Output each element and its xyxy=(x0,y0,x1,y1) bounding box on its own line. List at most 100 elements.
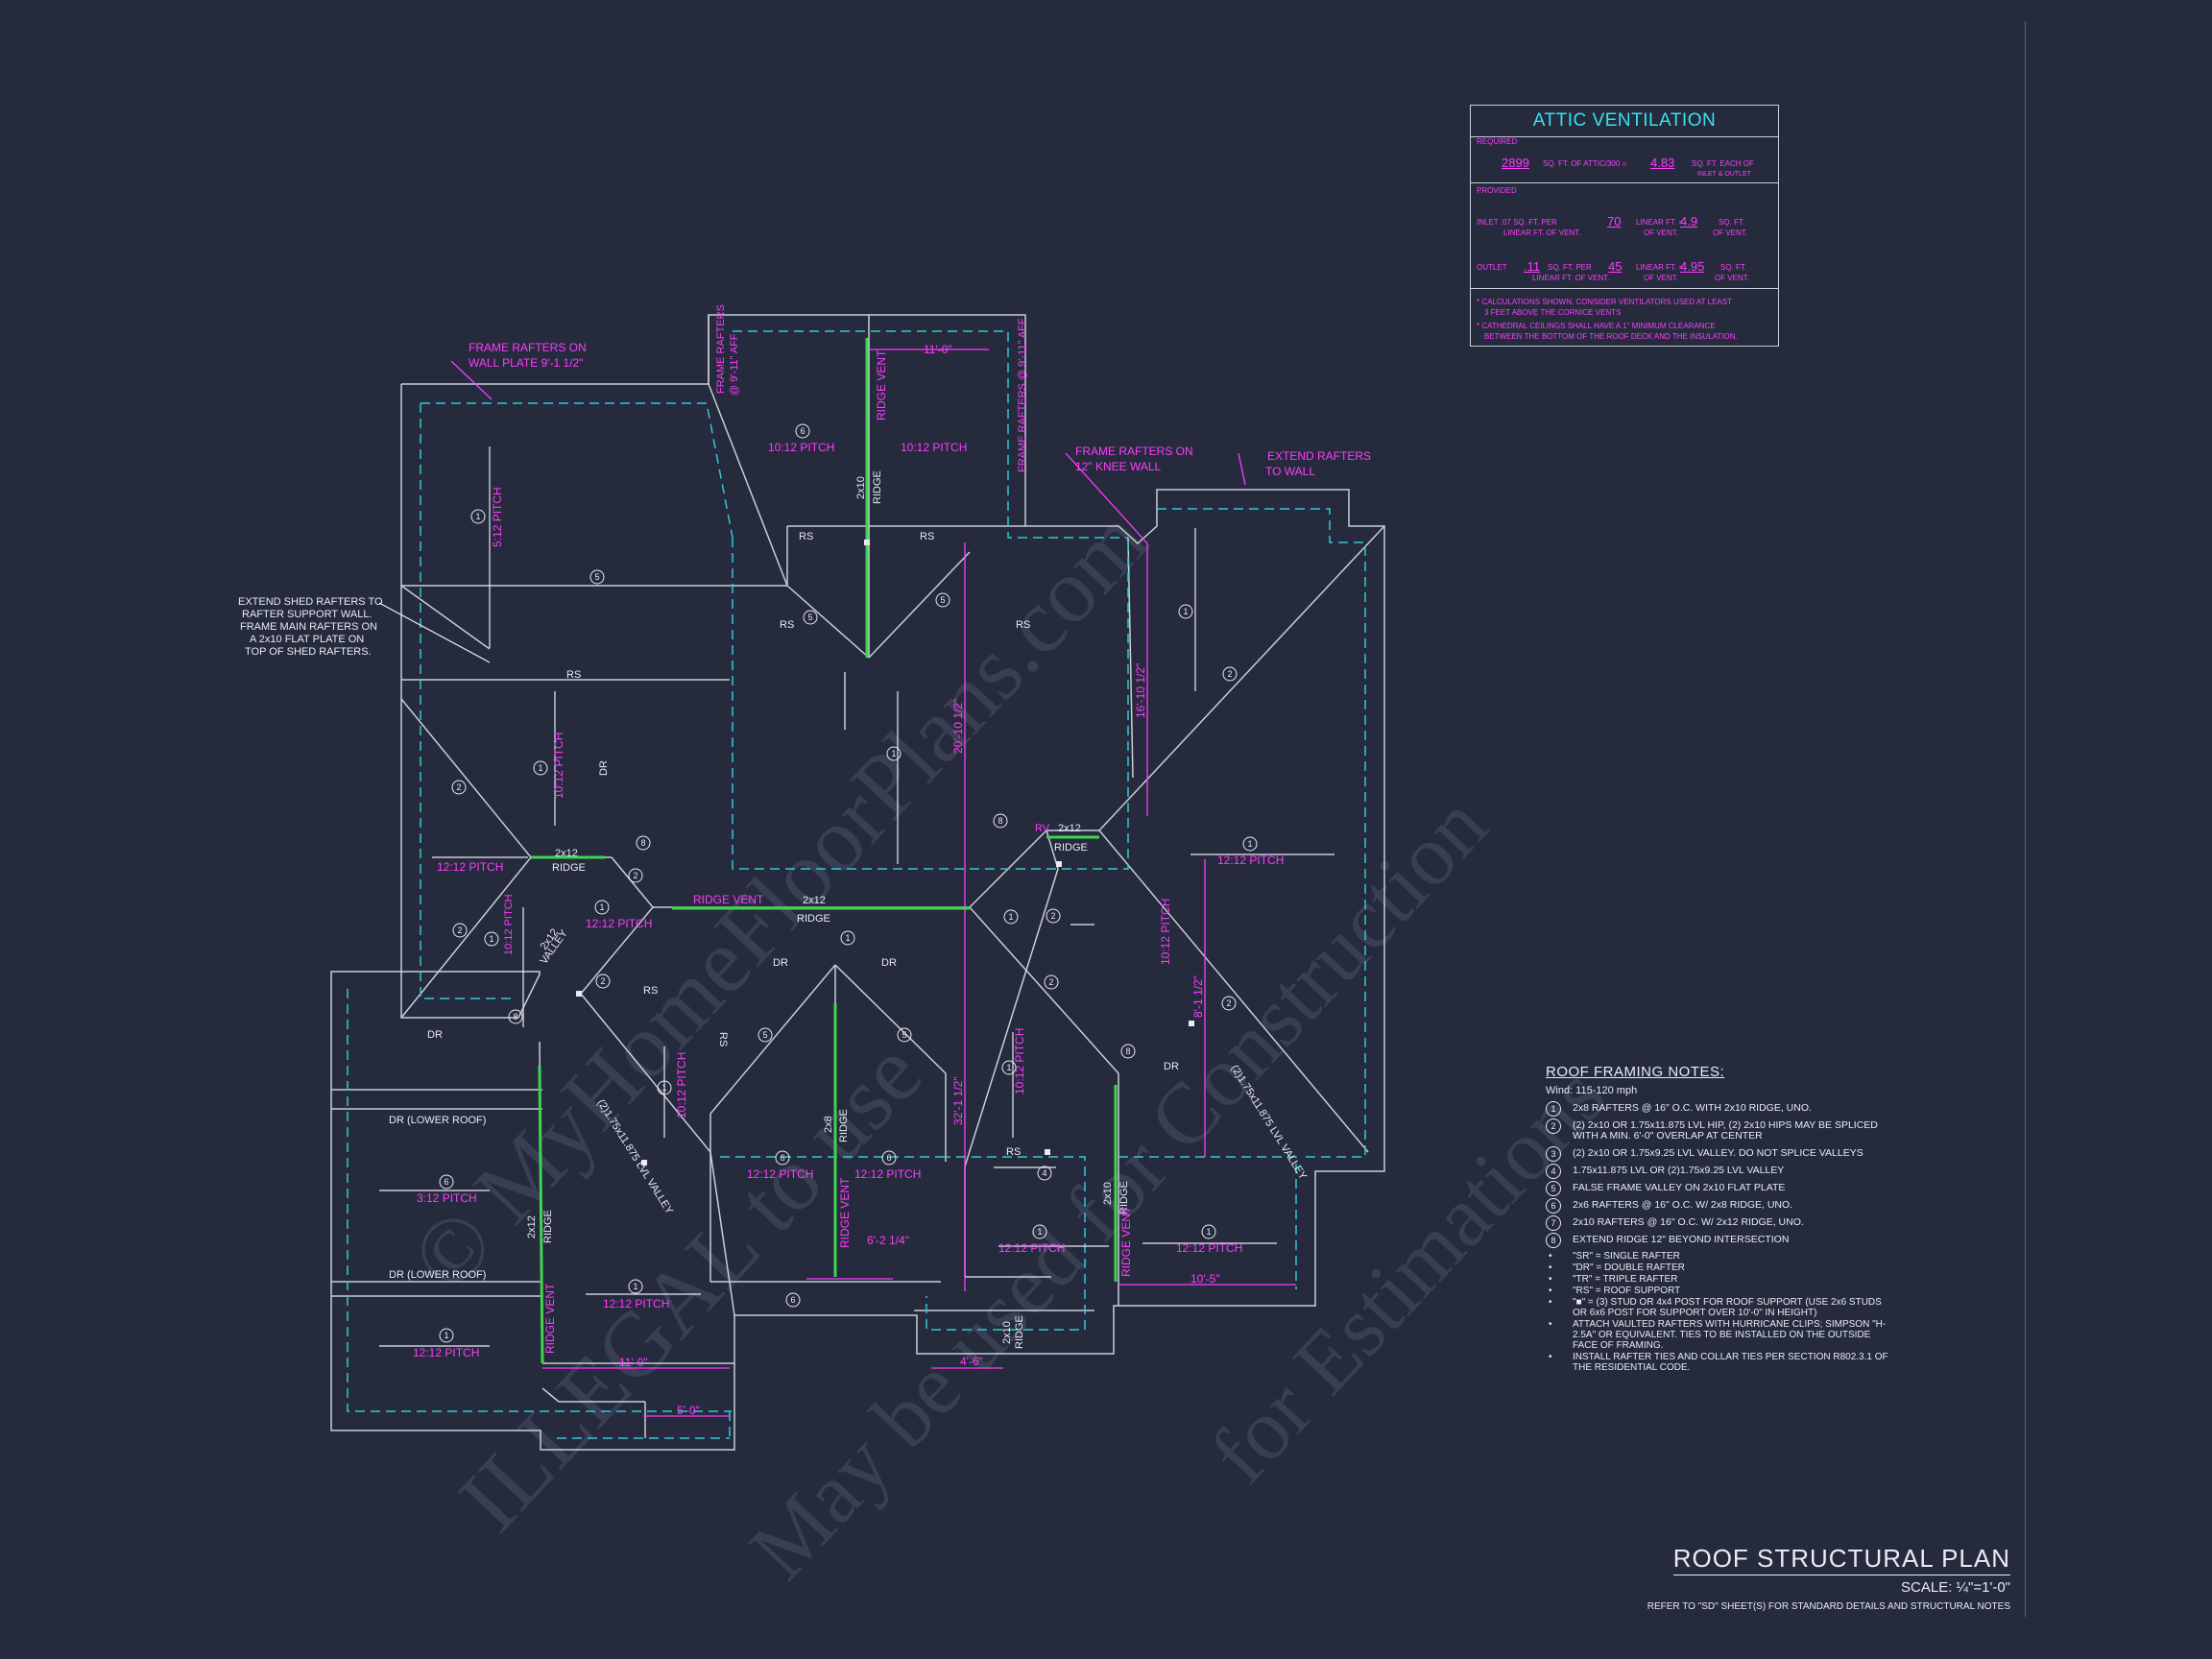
member-label: 2x10 xyxy=(1102,1182,1114,1205)
notes-heading: ROOF FRAMING NOTES: xyxy=(1546,1064,1725,1080)
note-bullet: "RS" = ROOF SUPPORT xyxy=(1546,1286,1891,1296)
member-label: 2x12 xyxy=(803,895,826,906)
callout-extend-shed-4: A 2x10 FLAT PLATE ON xyxy=(250,634,364,645)
inlet-result-unit: SQ. FT. xyxy=(1719,218,1745,227)
note-number: 5 xyxy=(940,595,945,605)
dimension-text: 4'-6" xyxy=(960,1355,983,1368)
pitch-label: 12:12 PITCH xyxy=(1176,1241,1242,1255)
outlet-text: SQ. FT. PER xyxy=(1548,263,1592,272)
provided-label: PROVIDED xyxy=(1477,186,1517,195)
note-bullet: ATTACH VAULTED RAFTERS WITH HURRICANE CL… xyxy=(1546,1319,1891,1351)
pitch-label: 12:12 PITCH xyxy=(747,1167,813,1181)
outlet-length: 45 xyxy=(1608,259,1623,274)
note-number-badge: 3 xyxy=(1546,1146,1561,1162)
note-text: FALSE FRAME VALLEY ON 2x10 FLAT PLATE xyxy=(1573,1182,1786,1193)
ridge-label: RIDGE xyxy=(1054,842,1088,854)
callout-aff-left-2: @ 9'-11" AFF xyxy=(729,333,740,396)
note-number: 2 xyxy=(457,926,462,935)
lvl-valley-label: (2)1.75x11.875 LVL VALLEY xyxy=(594,1097,675,1216)
note-item: 2 (2) 2x10 OR 1.75x11.875 LVL HIP, (2) 2x… xyxy=(1546,1118,1891,1142)
rs-label: RS xyxy=(1006,1146,1021,1158)
note-number: 6 xyxy=(780,1153,784,1163)
inlet-length-unit: LINEAR FT. = xyxy=(1636,218,1684,227)
outlet-result: 4.95 xyxy=(1680,259,1705,274)
rs-label: RS xyxy=(1016,619,1030,631)
center-eave xyxy=(733,330,1128,539)
note-number: 6 xyxy=(790,1295,795,1305)
dr-lower-label: DR (LOWER ROOF) xyxy=(389,1269,486,1281)
note-text: (2) 2x10 OR 1.75x11.875 LVL HIP, (2) 2x1… xyxy=(1573,1119,1878,1142)
table-divider xyxy=(1471,182,1778,183)
pitch-label: 12:12 PITCH xyxy=(854,1167,921,1181)
notes-bullets: "SR" = SINGLE RAFTER"DR" = DOUBLE RAFTER… xyxy=(1546,1251,1891,1373)
dr-label: DR xyxy=(1164,1061,1179,1072)
note-number-badge: 7 xyxy=(1546,1215,1561,1231)
outlet-result-unit: SQ. FT. xyxy=(1720,263,1747,272)
note-number: 1 xyxy=(845,933,850,943)
note-number: 5 xyxy=(807,613,812,622)
outlet-length-unit-2: OF VENT. xyxy=(1644,274,1679,282)
inlet-result: 4.9 xyxy=(1680,214,1698,228)
leader-lines xyxy=(378,446,1334,1347)
note-text: 2x8 RAFTERS @ 16" O.C. WITH 2x10 RIDGE, … xyxy=(1573,1102,1812,1114)
callout-extend-wall-1: EXTEND RAFTERS xyxy=(1267,449,1371,463)
pitch-label: 12:12 PITCH xyxy=(998,1241,1065,1255)
ridge-label: RIDGE xyxy=(542,1210,554,1243)
required-unit-2: INLET & OUTLET xyxy=(1697,171,1751,178)
note-number: 6 xyxy=(444,1177,448,1187)
note-item: 1 2x8 RAFTERS @ 16" O.C. WITH 2x10 RIDGE,… xyxy=(1546,1101,1891,1117)
callout-wall-plate-2: WALL PLATE 9'-1 1/2" xyxy=(469,356,584,370)
required-label: REQUIRED xyxy=(1477,137,1518,146)
note-number: 6 xyxy=(886,1153,891,1163)
dr-label: DR xyxy=(881,957,897,969)
pitch-label: 5:12 PITCH xyxy=(491,487,504,547)
callout-extend-shed-5: TOP OF SHED RAFTERS. xyxy=(245,646,372,658)
dr-lower-label: DR (LOWER ROOF) xyxy=(389,1115,486,1126)
member-label: 2x8 xyxy=(823,1116,834,1133)
note-number: 1 xyxy=(1206,1227,1211,1237)
bottom-right-eave-2 xyxy=(1118,1156,1297,1289)
member-label: 2x10 xyxy=(1001,1321,1013,1344)
sheet-title: ROOF STRUCTURAL PLAN xyxy=(1672,1544,2010,1575)
note-markers xyxy=(439,423,1258,1343)
required-unit: SQ. FT. EACH OF xyxy=(1692,159,1754,168)
pitch-label: 12:12 PITCH xyxy=(586,917,652,930)
rs-label: RS xyxy=(566,669,581,681)
note-text: 2x10 RAFTERS @ 16" O.C. W/ 2x12 RIDGE, U… xyxy=(1573,1216,1804,1228)
ridge-vent-label: RIDGE VENT xyxy=(693,893,764,906)
note-number: 8 xyxy=(640,838,645,848)
ridge-label: RIDGE xyxy=(872,470,883,504)
note-item: 7 2x10 RAFTERS @ 16" O.C. W/ 2x12 RIDGE, … xyxy=(1546,1215,1891,1231)
note-number-badge: 4 xyxy=(1546,1164,1561,1179)
ridge-label: RIDGE xyxy=(1014,1315,1025,1349)
attic-ventilation-table: ATTIC VENTILATION REQUIRED 2899 SQ. FT. … xyxy=(1470,105,1779,347)
note-number: 1 xyxy=(538,763,542,773)
post-markers xyxy=(576,540,1194,1166)
dimension-text: 11'-0" xyxy=(924,343,952,356)
dimension-text: 16'-10 1/2" xyxy=(1134,663,1147,718)
note-number: 2 xyxy=(600,976,605,986)
outlet-text-2: LINEAR FT. OF VENT. xyxy=(1532,274,1610,282)
note-number-badge: 8 xyxy=(1546,1233,1561,1248)
plan-labels: FRAME RAFTERS ON WALL PLATE 9'-1 1/2" EX… xyxy=(238,304,1371,1417)
note-bullet: "DR" = DOUBLE RAFTER xyxy=(1546,1262,1891,1273)
attic-note-1: * CALCULATIONS SHOWN, CONSIDER VENTILATO… xyxy=(1477,298,1732,306)
callout-extend-shed-3: FRAME MAIN RAFTERS ON xyxy=(240,621,377,633)
note-number-badge: 1 xyxy=(1546,1101,1561,1117)
eave-lines xyxy=(347,330,1366,1439)
note-number: 1 xyxy=(1008,912,1013,922)
outlet-result-unit-2: OF VENT. xyxy=(1715,274,1750,282)
member-label: 2x12 xyxy=(526,1215,538,1238)
inlet-length: 70 xyxy=(1607,214,1622,228)
dimension-text: 11'-0" xyxy=(619,1356,648,1369)
pitch-label: 12:12 PITCH xyxy=(437,860,503,874)
note-text: 2x6 RAFTERS @ 16" O.C. W/ 2x8 RIDGE, UNO… xyxy=(1573,1199,1793,1211)
pitch-label: 12:12 PITCH xyxy=(413,1346,479,1359)
note-bullet: "TR" = TRIPLE RAFTER xyxy=(1546,1274,1891,1285)
pitch-label: 10:12 PITCH xyxy=(1159,899,1172,965)
note-number-badge: 2 xyxy=(1546,1118,1561,1134)
callout-aff-right: FRAME RAFTERS @ 9'-11" AFF xyxy=(1017,318,1028,472)
